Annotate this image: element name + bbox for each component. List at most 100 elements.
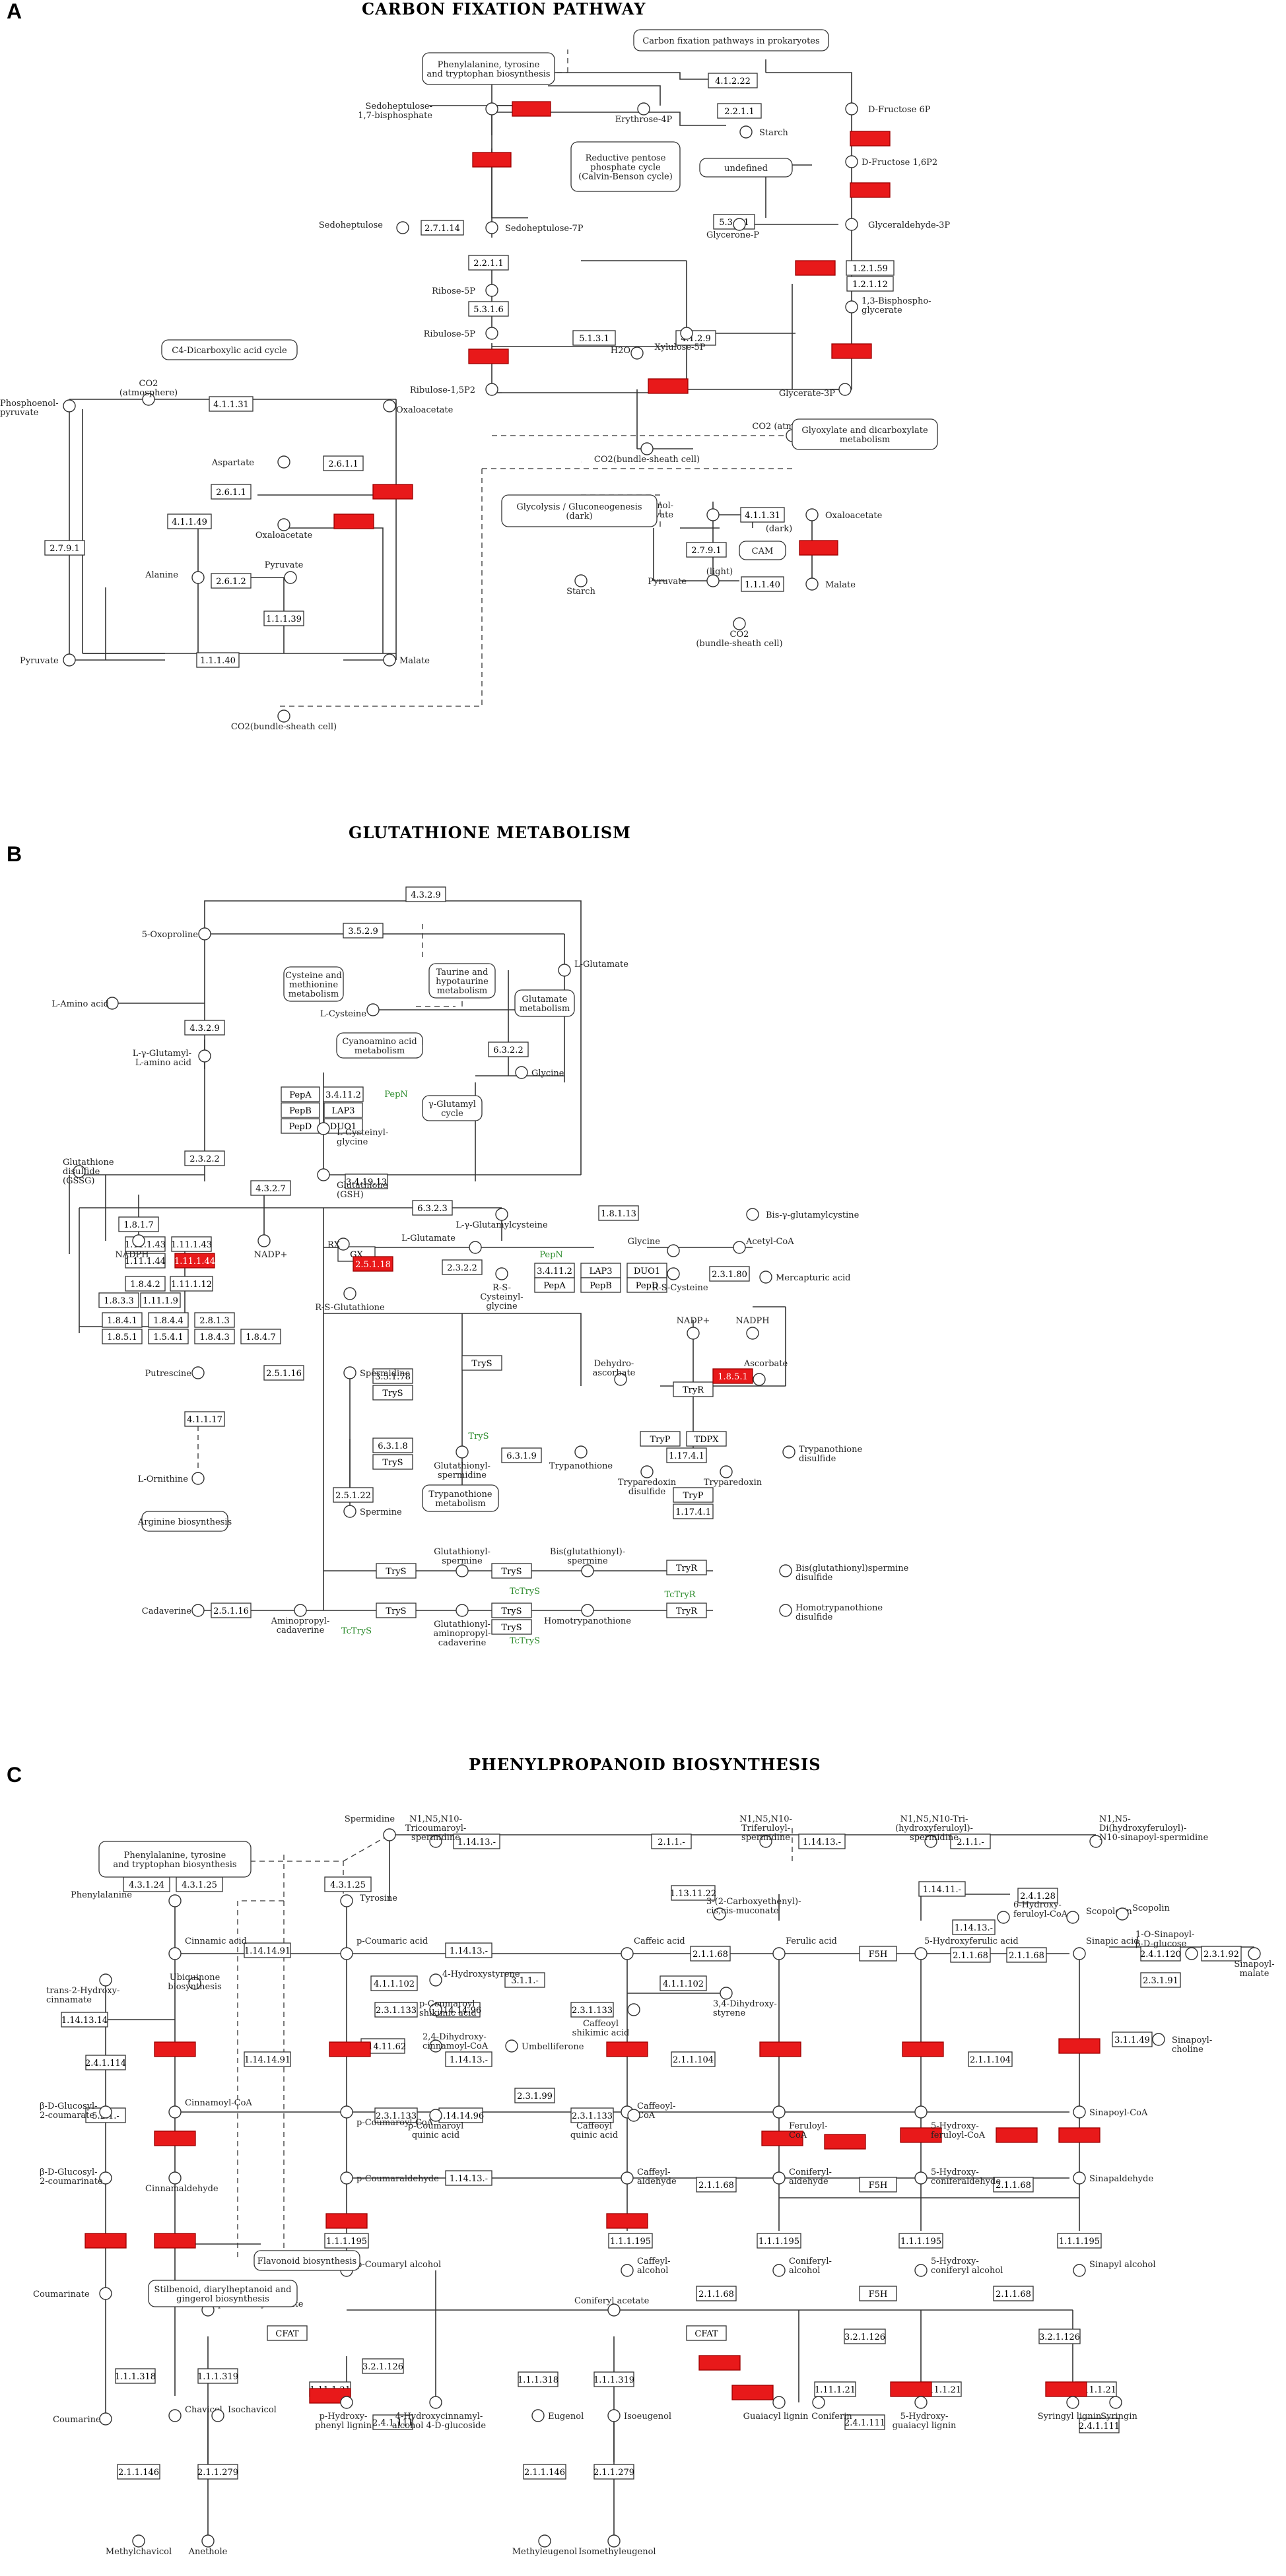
- c-enzyme-c114142[interactable]: 1.14.13.14: [61, 2012, 108, 2028]
- c-enzyme-c241111[interactable]: 2.4.1.111: [372, 2414, 413, 2430]
- a-hl-enzyme-h11[interactable]: [799, 540, 838, 556]
- c-enzyme-c21168b[interactable]: 2.1.1.68: [950, 1947, 991, 1963]
- c-enzyme-c4312[interactable]: 4.3.1.25: [176, 1876, 223, 1892]
- a-enzyme-e2211[interactable]: 2.2.1.1: [717, 103, 762, 119]
- c-enzyme-c111121b[interactable]: 1.11.1.21: [814, 2381, 856, 2397]
- a-map-c4[interactable]: C4-Dicarboxylic acid cycle: [161, 339, 298, 360]
- c-enzyme-c1141d[interactable]: 1.14.13.-: [952, 1919, 996, 1935]
- c-hl-enzyme-h14[interactable]: [606, 2213, 648, 2229]
- b-enzyme-blap3b[interactable]: LAP3: [580, 1263, 621, 1278]
- c-compound-umbel[interactable]: [505, 2039, 518, 2053]
- c-hl-enzyme-h11[interactable]: [900, 2127, 942, 2143]
- c-enzyme-c231133c[interactable]: 2.3.1.133: [374, 2107, 418, 2123]
- c-hl-enzyme-h16[interactable]: [85, 2233, 127, 2249]
- a-hl-enzyme-h10[interactable]: [333, 513, 374, 529]
- c-compound-coumarin[interactable]: [99, 2412, 112, 2426]
- a-enzyme-e122[interactable]: 1.2.1.12: [846, 276, 894, 292]
- b-compound-bisglspm[interactable]: [581, 1564, 594, 1577]
- a-enzyme-e4131[interactable]: 4.1.1.31: [209, 396, 254, 412]
- a-hl-enzyme-h6[interactable]: [831, 343, 872, 359]
- a-hl-enzyme-h4[interactable]: [850, 182, 891, 198]
- c-compound-thcinn[interactable]: [99, 1973, 112, 1987]
- a-compound-bpg[interactable]: [845, 300, 858, 314]
- c-compound-pcald[interactable]: [340, 2171, 353, 2185]
- b-enzyme-b1813[interactable]: 1.8.1.13: [598, 1205, 639, 1221]
- b-compound-apcad[interactable]: [294, 1604, 307, 1617]
- c-enzyme-c11102b[interactable]: 4.1.1.102: [660, 1975, 707, 1991]
- c-compound-hfercoa[interactable]: [914, 2105, 928, 2119]
- b-hl-enzyme-h3[interactable]: 1.8.5.1: [712, 1368, 753, 1384]
- b-compound-putr[interactable]: [191, 1366, 205, 1379]
- c-compound-tyr[interactable]: [340, 1894, 353, 1907]
- b-compound-merc[interactable]: [759, 1271, 772, 1284]
- c-enzyme-c231133d[interactable]: 2.3.1.133: [570, 2107, 614, 2123]
- b-enzyme-b2318[interactable]: 2.3.1.80: [709, 1266, 750, 1282]
- b-compound-cadav[interactable]: [191, 1604, 205, 1617]
- b-compound-lcg[interactable]: [317, 1122, 330, 1135]
- c-compound-syring[interactable]: [1066, 2396, 1079, 2409]
- b-compound-rscys[interactable]: [667, 1267, 680, 1280]
- c-enzyme-ccfat2[interactable]: CFAT: [686, 2325, 727, 2341]
- b-enzyme-bduo1b[interactable]: DUO1: [626, 1263, 667, 1278]
- c-compound-cinnald[interactable]: [168, 2171, 182, 2185]
- c-compound-phe[interactable]: [168, 1894, 182, 1907]
- b-enzyme-b25122[interactable]: 2.5.1.22: [333, 1487, 374, 1503]
- a-map-glyco[interactable]: Glycolysis / Gluconeogenesis(dark): [501, 494, 658, 527]
- b-enzyme-b4329[interactable]: 4.3.2.9: [405, 886, 446, 902]
- b-enzyme-b1844[interactable]: 1.8.4.4: [148, 1312, 189, 1328]
- a-enzyme-e4122[interactable]: 4.1.2.22: [708, 73, 758, 88]
- c-enzyme-c311[interactable]: 3.1.1.-: [504, 1972, 545, 1988]
- b-compound-glyb[interactable]: [667, 1244, 680, 1257]
- c-compound-isomethyleug[interactable]: [607, 2534, 621, 2548]
- c-compound-hconalc[interactable]: [914, 2264, 928, 2277]
- a-enzyme-e1140[interactable]: 1.1.1.40: [196, 652, 240, 668]
- b-enzyme-b1841[interactable]: 1.8.4.1: [102, 1312, 143, 1328]
- a-compound-co2bs3[interactable]: [733, 617, 746, 630]
- b-compound-bisgc[interactable]: [746, 1208, 759, 1221]
- b-enzyme-btryr2[interactable]: TryR: [666, 1560, 707, 1575]
- b-enzyme-b1842[interactable]: 1.8.4.2: [125, 1276, 166, 1292]
- a-compound-co2bs[interactable]: [277, 710, 290, 723]
- c-enzyme-c23191[interactable]: 2.3.1.91: [1140, 1972, 1181, 1988]
- c-compound-fercoa[interactable]: [772, 2105, 786, 2119]
- c-compound-sinmal[interactable]: [1248, 1947, 1261, 1960]
- b-map-arg[interactable]: Arginine biosynthesis: [137, 1511, 232, 1532]
- b-enzyme-b25116b[interactable]: 2.5.1.16: [211, 1602, 252, 1618]
- b-enzyme-btdpx[interactable]: TDPX: [686, 1431, 727, 1447]
- a-compound-glyc3p[interactable]: [845, 218, 858, 231]
- c-enzyme-c241111c[interactable]: 2.4.1.111: [1079, 2418, 1120, 2433]
- c-enzyme-c23199[interactable]: 2.3.1.99: [514, 2088, 555, 2103]
- b-enzyme-b34112b[interactable]: 3.4.11.2: [534, 1263, 575, 1278]
- c-compound-osinap[interactable]: [1185, 1947, 1198, 1960]
- c-compound-methyleug[interactable]: [538, 2534, 551, 2548]
- b-enzyme-b11143b[interactable]: 1.11.1.43: [171, 1236, 212, 1252]
- a-enzyme-e1140b[interactable]: 1.1.1.40: [741, 576, 784, 592]
- c-compound-conacet[interactable]: [607, 2303, 621, 2317]
- b-enzyme-bpepb[interactable]: PepB: [281, 1102, 320, 1118]
- a-compound-oxalo3[interactable]: [805, 508, 819, 521]
- b-enzyme-b6323[interactable]: 6.3.2.3: [412, 1200, 453, 1216]
- a-hl-enzyme-h5[interactable]: [795, 260, 836, 276]
- a-enzyme-e2212[interactable]: 2.2.1.1: [468, 255, 509, 271]
- c-enzyme-c111195d[interactable]: 1.1.1.195: [898, 2233, 943, 2249]
- c-enzyme-c21168c[interactable]: 2.1.1.68: [1006, 1947, 1047, 1963]
- c-hl-enzyme-h15[interactable]: [154, 2233, 196, 2249]
- b-enzyme-b25116[interactable]: 2.5.1.16: [263, 1365, 304, 1381]
- c-enzyme-c21168d[interactable]: 2.1.1.68: [696, 2177, 737, 2193]
- c-compound-sperm[interactable]: [383, 1828, 396, 1841]
- b-enzyme-b6319[interactable]: 6.3.1.9: [501, 1447, 542, 1463]
- a-compound-ribu5p[interactable]: [485, 327, 498, 340]
- c-compound-trico[interactable]: [429, 1835, 442, 1848]
- a-compound-sedbp[interactable]: [485, 102, 498, 116]
- b-compound-bisglspmd[interactable]: [779, 1564, 792, 1577]
- c-enzyme-c2111[interactable]: 2.1.1.-: [651, 1833, 692, 1849]
- b-compound-trypd[interactable]: [782, 1445, 795, 1459]
- c-compound-chav[interactable]: [168, 2409, 182, 2422]
- c-hl-enzyme-h12[interactable]: [1058, 2127, 1100, 2143]
- c-enzyme-c2111b[interactable]: 2.1.1.-: [950, 1833, 991, 1849]
- c-enzyme-c114112[interactable]: 1.14.11.-: [918, 1881, 966, 1897]
